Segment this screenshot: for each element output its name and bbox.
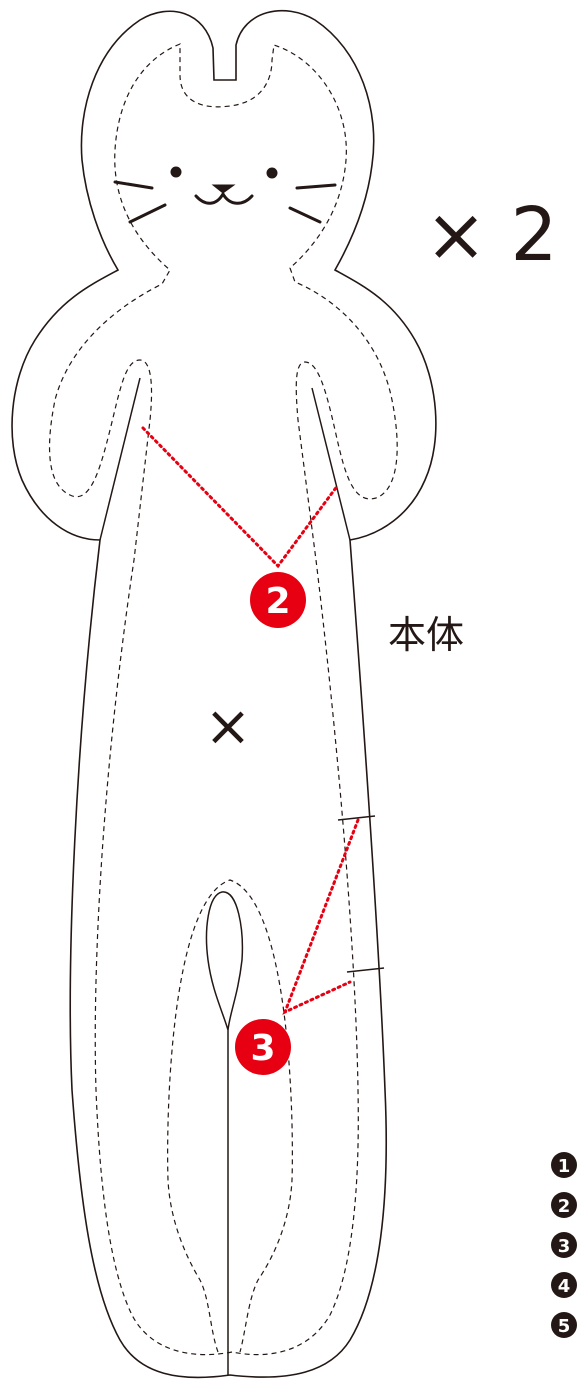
svg-text:5: 5 [558,1316,571,1337]
left-eye [170,166,182,178]
seam-line [48,43,398,1356]
opening-mark-top [337,815,376,821]
step-item: 5 [551,1312,577,1338]
svg-text:3: 3 [250,1028,275,1069]
callout-badge-3: 3 [235,1019,291,1075]
cat-mouth [194,191,254,205]
callout-badge-2: 2 [250,572,306,628]
step-item: 3 [551,1232,577,1258]
svg-text:4: 4 [558,1276,571,1297]
left-arm-cut [99,377,141,541]
right-arm-cut [311,387,351,541]
foot-slit [205,891,244,1375]
svg-text:3: 3 [558,1236,571,1257]
cat-nose [211,184,236,194]
step-item: 2 [551,1192,577,1218]
step-list: 1 2 3 4 5 [551,1152,577,1338]
foot-seam [167,879,293,1353]
svg-text:2: 2 [265,581,290,622]
outer-cut-line [11,9,437,1379]
multiplier-label: × 2 [425,192,558,278]
step-item: 4 [551,1272,577,1298]
center-mark: × [205,694,252,759]
whiskers [113,180,337,224]
svg-text:1: 1 [558,1156,571,1177]
piece-label: 本体 [388,613,464,657]
step-item: 1 [551,1152,577,1178]
callout-lines [141,426,360,1015]
svg-text:2: 2 [558,1196,571,1217]
right-eye [266,167,278,179]
opening-mark-bottom [346,967,385,973]
cat-face [113,166,337,224]
